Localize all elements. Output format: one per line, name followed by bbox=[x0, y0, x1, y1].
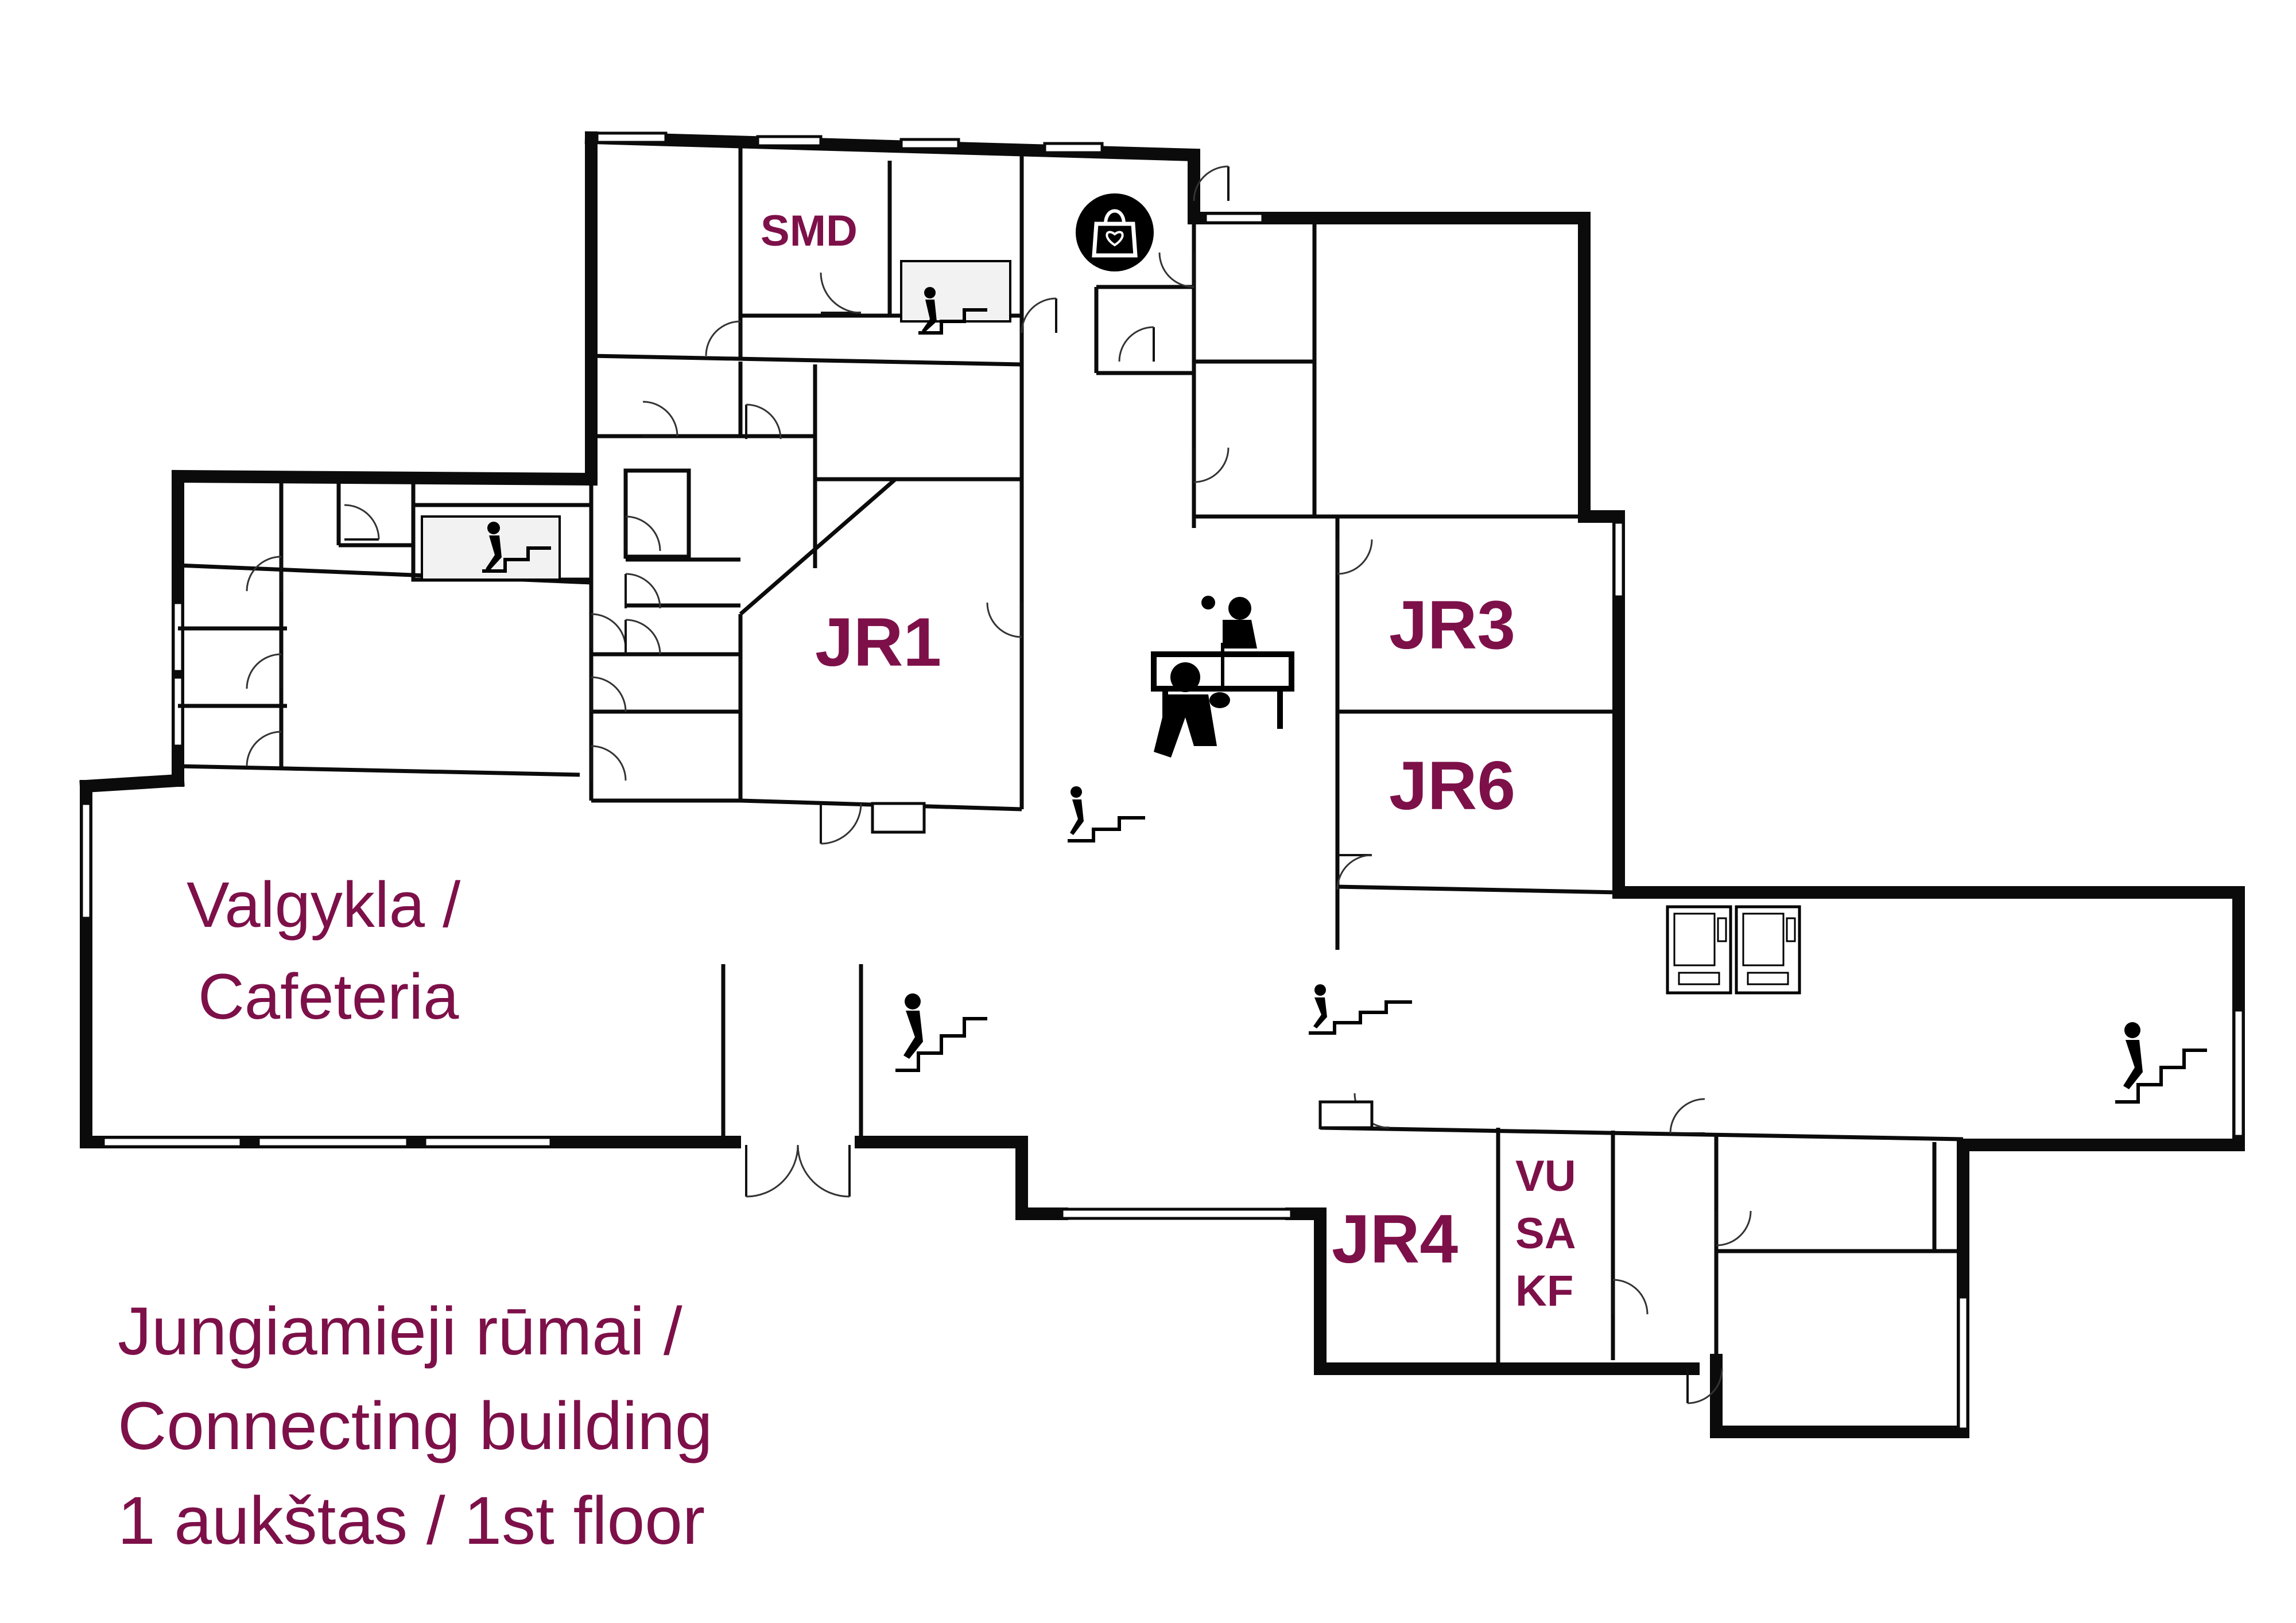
title-line2: Connecting building bbox=[118, 1388, 713, 1464]
doors bbox=[246, 165, 1752, 1404]
title-line1: Jungiamieji rūmai / bbox=[118, 1294, 682, 1369]
stairs-person-icon bbox=[482, 522, 551, 573]
interior-walls bbox=[177, 143, 1964, 1369]
table-tennis-icon bbox=[1151, 596, 1294, 758]
stairs-person-icon bbox=[2115, 1022, 2207, 1104]
title-line3: 1 aukštas / 1st floor bbox=[118, 1483, 705, 1559]
room-label-vusakf-line2: SA bbox=[1515, 1209, 1576, 1258]
shop-bag-heart-icon bbox=[1076, 193, 1154, 271]
room-label-jr1: JR1 bbox=[815, 604, 941, 681]
stairwell-grid bbox=[421, 260, 1011, 581]
room-label-vusakf-line1: VU bbox=[1515, 1152, 1576, 1201]
room-label-jr4: JR4 bbox=[1332, 1201, 1458, 1278]
cafeteria-label-line1: Valgykla / bbox=[187, 869, 461, 941]
room-label-jr3: JR3 bbox=[1389, 587, 1515, 663]
room-label-jr6: JR6 bbox=[1389, 747, 1515, 824]
outer-walls bbox=[79, 131, 2245, 1438]
stairs-person-icon bbox=[895, 993, 987, 1072]
stairs-person-icon bbox=[918, 287, 987, 335]
windows bbox=[80, 131, 2245, 1431]
stairs-person-icon bbox=[1309, 984, 1412, 1035]
room-label-smd: SMD bbox=[761, 207, 858, 255]
stairs-person-icon bbox=[1068, 786, 1145, 842]
vending-machine-icon bbox=[1666, 905, 1801, 995]
room-label-vusakf-line3: KF bbox=[1515, 1267, 1573, 1315]
cafeteria-label-line2: Cafeteria bbox=[198, 961, 459, 1032]
